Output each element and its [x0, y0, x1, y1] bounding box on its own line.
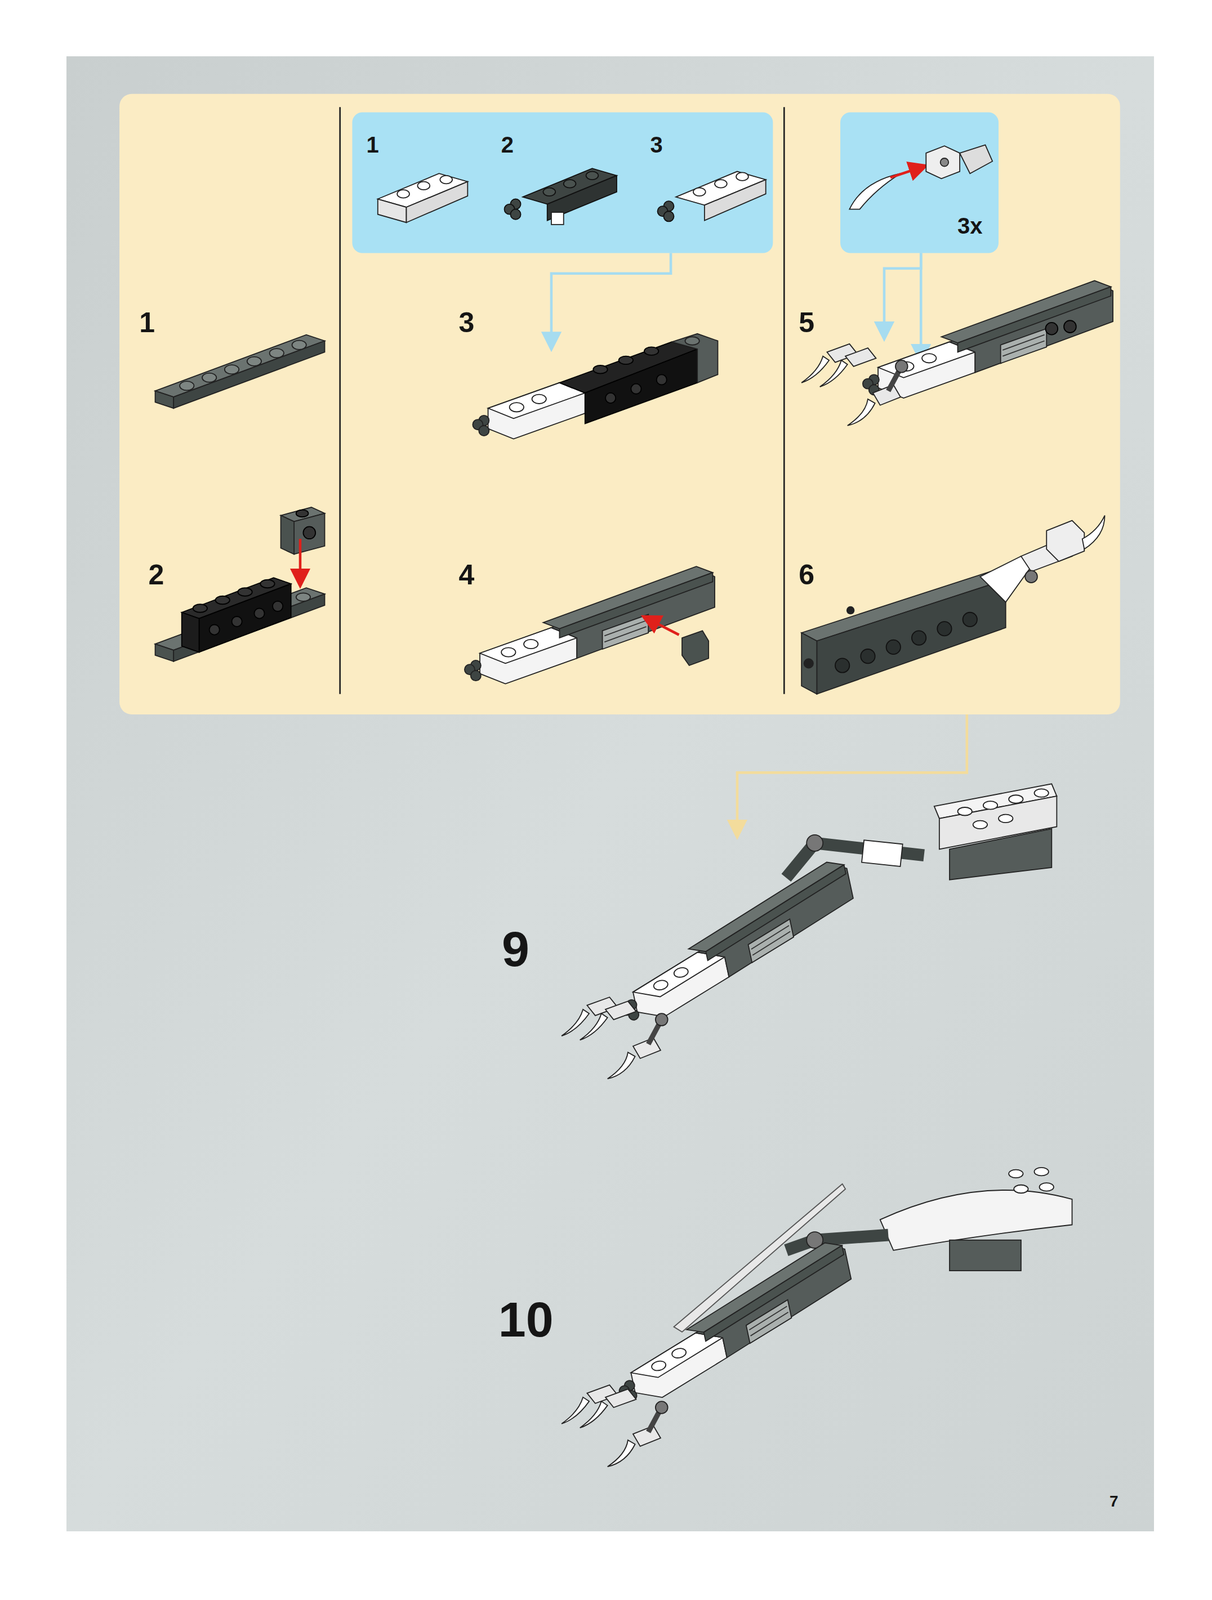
sub-step-number: 2	[501, 133, 514, 157]
sub-assembly-callout	[840, 112, 999, 253]
step-number: 5	[798, 308, 815, 337]
sub-assembly-callout	[351, 112, 773, 253]
sub-step-number: 1	[366, 133, 380, 157]
sub-step-number: 3x	[957, 214, 983, 238]
step-number: 2	[148, 560, 164, 590]
step-panel	[119, 94, 1121, 715]
step-number: 10	[498, 1295, 554, 1345]
page-number: 7	[1109, 1494, 1119, 1510]
step-number: 1	[139, 308, 155, 337]
page-ground	[66, 56, 1154, 1532]
sub-assembly-callout: 3x	[840, 112, 999, 253]
step-panel: 1 2 3 4 5 6 1 2 3 3x	[119, 94, 1121, 715]
sub-step-number: 3	[650, 133, 663, 157]
sub-assembly-callout: 1 2 3	[351, 112, 773, 253]
step-number: 3	[459, 308, 475, 337]
step-number: 6	[798, 560, 815, 590]
step-number: 4	[459, 560, 475, 590]
step-number: 9	[501, 924, 530, 975]
